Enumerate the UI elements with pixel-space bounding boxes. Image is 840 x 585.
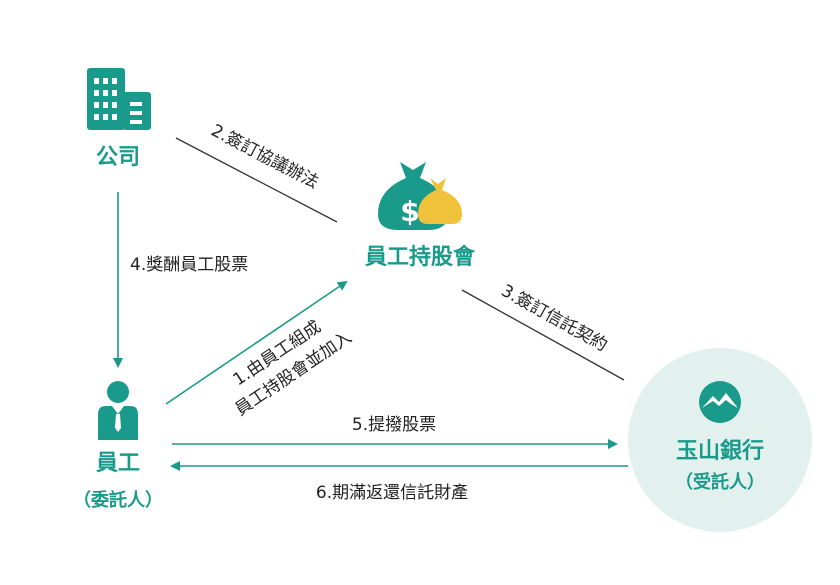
edge-label-6: 6.期滿返還信託財產 [316,483,468,503]
employee-label: 員工 [95,451,140,476]
svg-text:$: $ [400,195,419,228]
bank-sublabel: （受託人） [675,471,765,493]
arrow-employee-esop [165,280,348,405]
edge-label-4: 4.獎酬員工股票 [130,255,248,275]
line-company-esop [175,137,338,223]
company-label: 公司 [96,145,140,170]
edge-label-5: 5.提撥股票 [352,415,436,435]
bank-mountain-logo [699,381,741,423]
bank-circle [628,348,812,532]
bank-label: 玉山銀行 [676,438,764,464]
edge-label-3: 3.簽訂信託契約 [498,281,611,356]
edge-label-2: 2.簽訂協議辦法 [208,121,322,193]
money-bag-icon: $ [378,162,462,230]
person-icon [98,381,138,440]
employee-sublabel: （委託人） [73,489,163,511]
line-esop-bank [461,289,625,381]
esop-label: 員工持股會 [364,244,476,270]
building-icon [87,68,151,130]
